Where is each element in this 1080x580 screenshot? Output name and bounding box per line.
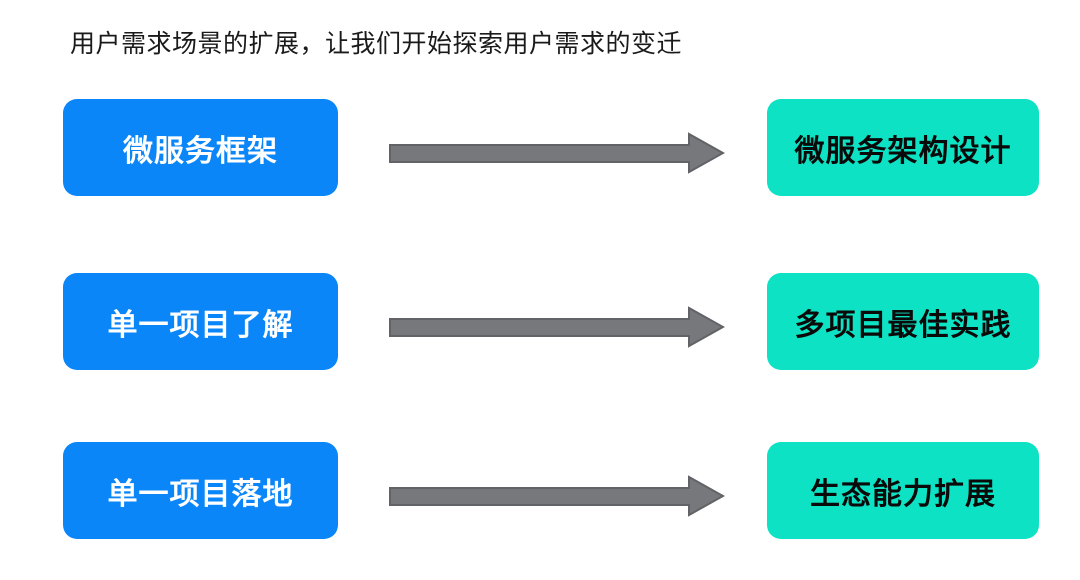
flow-row-2: 单一项目了解 多项目最佳实践 [0, 273, 1080, 370]
flow-row-3: 单一项目落地 生态能力扩展 [0, 442, 1080, 539]
flow-row-1: 微服务框架 微服务架构设计 [0, 99, 1080, 196]
target-box-multi-project-best-practice: 多项目最佳实践 [767, 273, 1039, 370]
source-box-single-project-understanding: 单一项目了解 [63, 273, 338, 370]
source-box-single-project-landing: 单一项目落地 [63, 442, 338, 539]
arrow-right-icon [389, 305, 725, 349]
source-box-microservice-framework: 微服务框架 [63, 99, 338, 196]
arrow-right-icon [389, 474, 725, 518]
target-box-microservice-architecture-design: 微服务架构设计 [767, 99, 1039, 196]
page-title: 用户需求场景的扩展，让我们开始探索用户需求的变迁 [70, 30, 683, 58]
target-box-ecosystem-capability-expansion: 生态能力扩展 [767, 442, 1039, 539]
arrow-right-icon [389, 131, 725, 175]
